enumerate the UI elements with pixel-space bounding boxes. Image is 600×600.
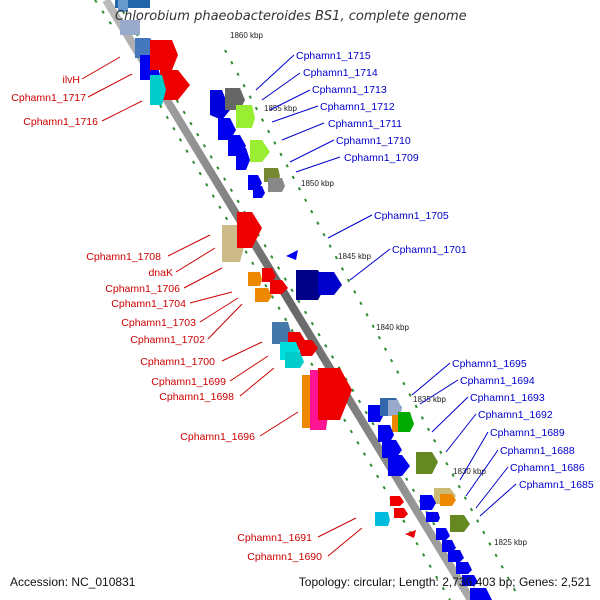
gene-label[interactable]: Cphamn1_1706: [105, 283, 180, 295]
gene-cluster-top-left: [115, 0, 190, 105]
gene-label[interactable]: Cphamn1_1703: [121, 317, 196, 329]
gene-label[interactable]: Cphamn1_1705: [374, 210, 449, 222]
gene-label[interactable]: Cphamn1_1689: [490, 427, 565, 439]
kbp-mark: 1840 kbp: [376, 323, 409, 332]
gene-cluster-1830: [368, 398, 492, 600]
kbp-mark: 1850 kbp: [301, 179, 334, 188]
right-gene-labels: Cphamn1_1715 Cphamn1_1714 Cphamn1_1713 C…: [296, 50, 594, 491]
kbp-mark: 1825 kbp: [494, 538, 527, 547]
gene-label[interactable]: Cphamn1_1699: [151, 376, 226, 388]
gene-label[interactable]: dnaK: [148, 267, 173, 279]
gene-label[interactable]: Cphamn1_1701: [392, 244, 467, 256]
kbp-mark: 1855 kbp: [264, 104, 297, 113]
gene-label[interactable]: Cphamn1_1691: [237, 532, 312, 544]
gene-label[interactable]: Cphamn1_1693: [470, 392, 545, 404]
accession-text: Accession: NC_010831: [10, 575, 136, 589]
gene-label[interactable]: Cphamn1_1711: [328, 118, 402, 130]
gene-label[interactable]: Cphamn1_1692: [478, 409, 553, 421]
gene-label[interactable]: Cphamn1_1713: [312, 84, 387, 96]
left-leader-lines: [81, 56, 363, 557]
kbp-mark: 1830 kbp: [453, 467, 486, 476]
gene-label[interactable]: Cphamn1_1690: [247, 551, 322, 563]
gene-label[interactable]: Cphamn1_1695: [452, 358, 527, 370]
gene-label[interactable]: Cphamn1_1715: [296, 50, 371, 62]
gene-cluster-1840: [272, 322, 352, 430]
gene-label[interactable]: Cphamn1_1702: [130, 334, 205, 346]
kbp-mark: 1835 kbp: [413, 395, 446, 404]
gene-label[interactable]: Cphamn1_1700: [140, 356, 215, 368]
genome-summary-text: Topology: circular; Length: 2,736,403 bp…: [298, 575, 591, 589]
genome-title: Chlorobium phaeobacteroides BS1, complet…: [115, 9, 467, 24]
gene-label[interactable]: Cphamn1_1688: [500, 445, 575, 457]
gene-label[interactable]: ilvH: [63, 74, 81, 86]
left-gene-labels: ilvH Cphamn1_1717 Cphamn1_1716 Cphamn1_1…: [11, 74, 322, 563]
gene-label[interactable]: Cphamn1_1708: [86, 251, 161, 263]
gene-label[interactable]: Cphamn1_1716: [23, 116, 98, 128]
gene-label[interactable]: Cphamn1_1686: [510, 462, 585, 474]
gene-label[interactable]: Cphamn1_1710: [336, 135, 411, 147]
gene-label[interactable]: Cphamn1_1714: [303, 67, 378, 79]
gene-label[interactable]: Cphamn1_1704: [111, 298, 186, 310]
gene-label[interactable]: Cphamn1_1694: [460, 375, 535, 387]
gene-label[interactable]: Cphamn1_1698: [159, 391, 234, 403]
gene-cluster-1855: [210, 88, 285, 198]
kbp-mark: 1845 kbp: [338, 252, 371, 261]
gene-label[interactable]: Cphamn1_1717: [11, 92, 86, 104]
tick-rail-right: [224, 49, 521, 600]
gene-label[interactable]: Cphamn1_1709: [344, 152, 419, 164]
gene-cluster-1825: [375, 496, 416, 538]
gene-label[interactable]: Cphamn1_1685: [519, 479, 594, 491]
gene-label[interactable]: Cphamn1_1696: [180, 431, 255, 443]
gene-cluster-middle: [222, 212, 342, 302]
gene-label[interactable]: Cphamn1_1712: [320, 101, 395, 113]
kbp-mark: 1860 kbp: [230, 31, 263, 40]
right-leader-lines: [255, 54, 517, 517]
